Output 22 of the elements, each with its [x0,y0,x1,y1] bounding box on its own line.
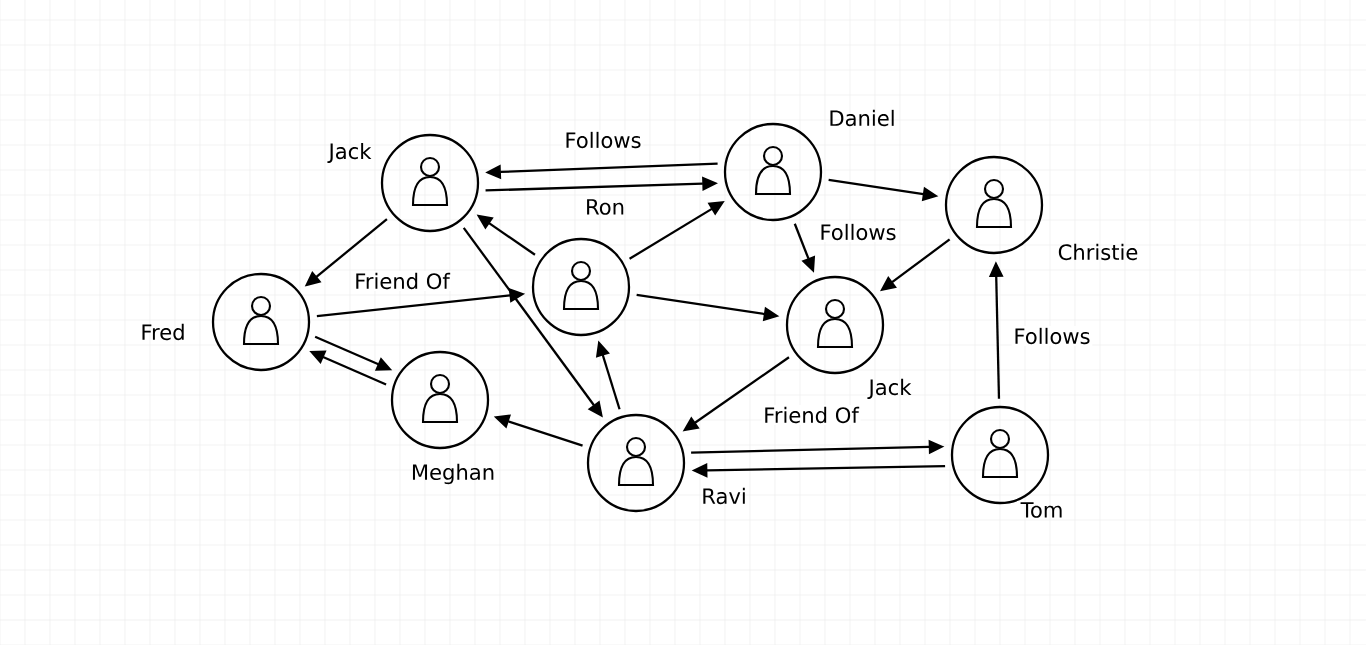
name-label: Jack [327,142,372,164]
edge-label: Follows [562,130,644,150]
person-circle [211,272,311,372]
name-label: Jack [867,378,912,400]
person-circle [785,275,885,375]
person-circle [380,133,480,233]
name-label: Fred [142,323,184,341]
edge-label: Friend Of [761,405,861,425]
name-label: Tom [1020,502,1062,518]
edge-label: Friend Of [352,271,452,291]
person-circle [723,122,823,222]
person-circle [944,155,1044,255]
name-label: Christie [1058,243,1138,261]
person-circle [390,350,490,450]
name-label: Ron [587,199,624,215]
name-label: Ravi [703,487,745,505]
edge-label: Follows [1011,326,1093,346]
name-label: Daniel [830,109,894,127]
name-label: Meghan [412,463,494,485]
person-circle [586,413,686,513]
edge-label: Follows [817,222,899,242]
person-circle [531,237,631,337]
